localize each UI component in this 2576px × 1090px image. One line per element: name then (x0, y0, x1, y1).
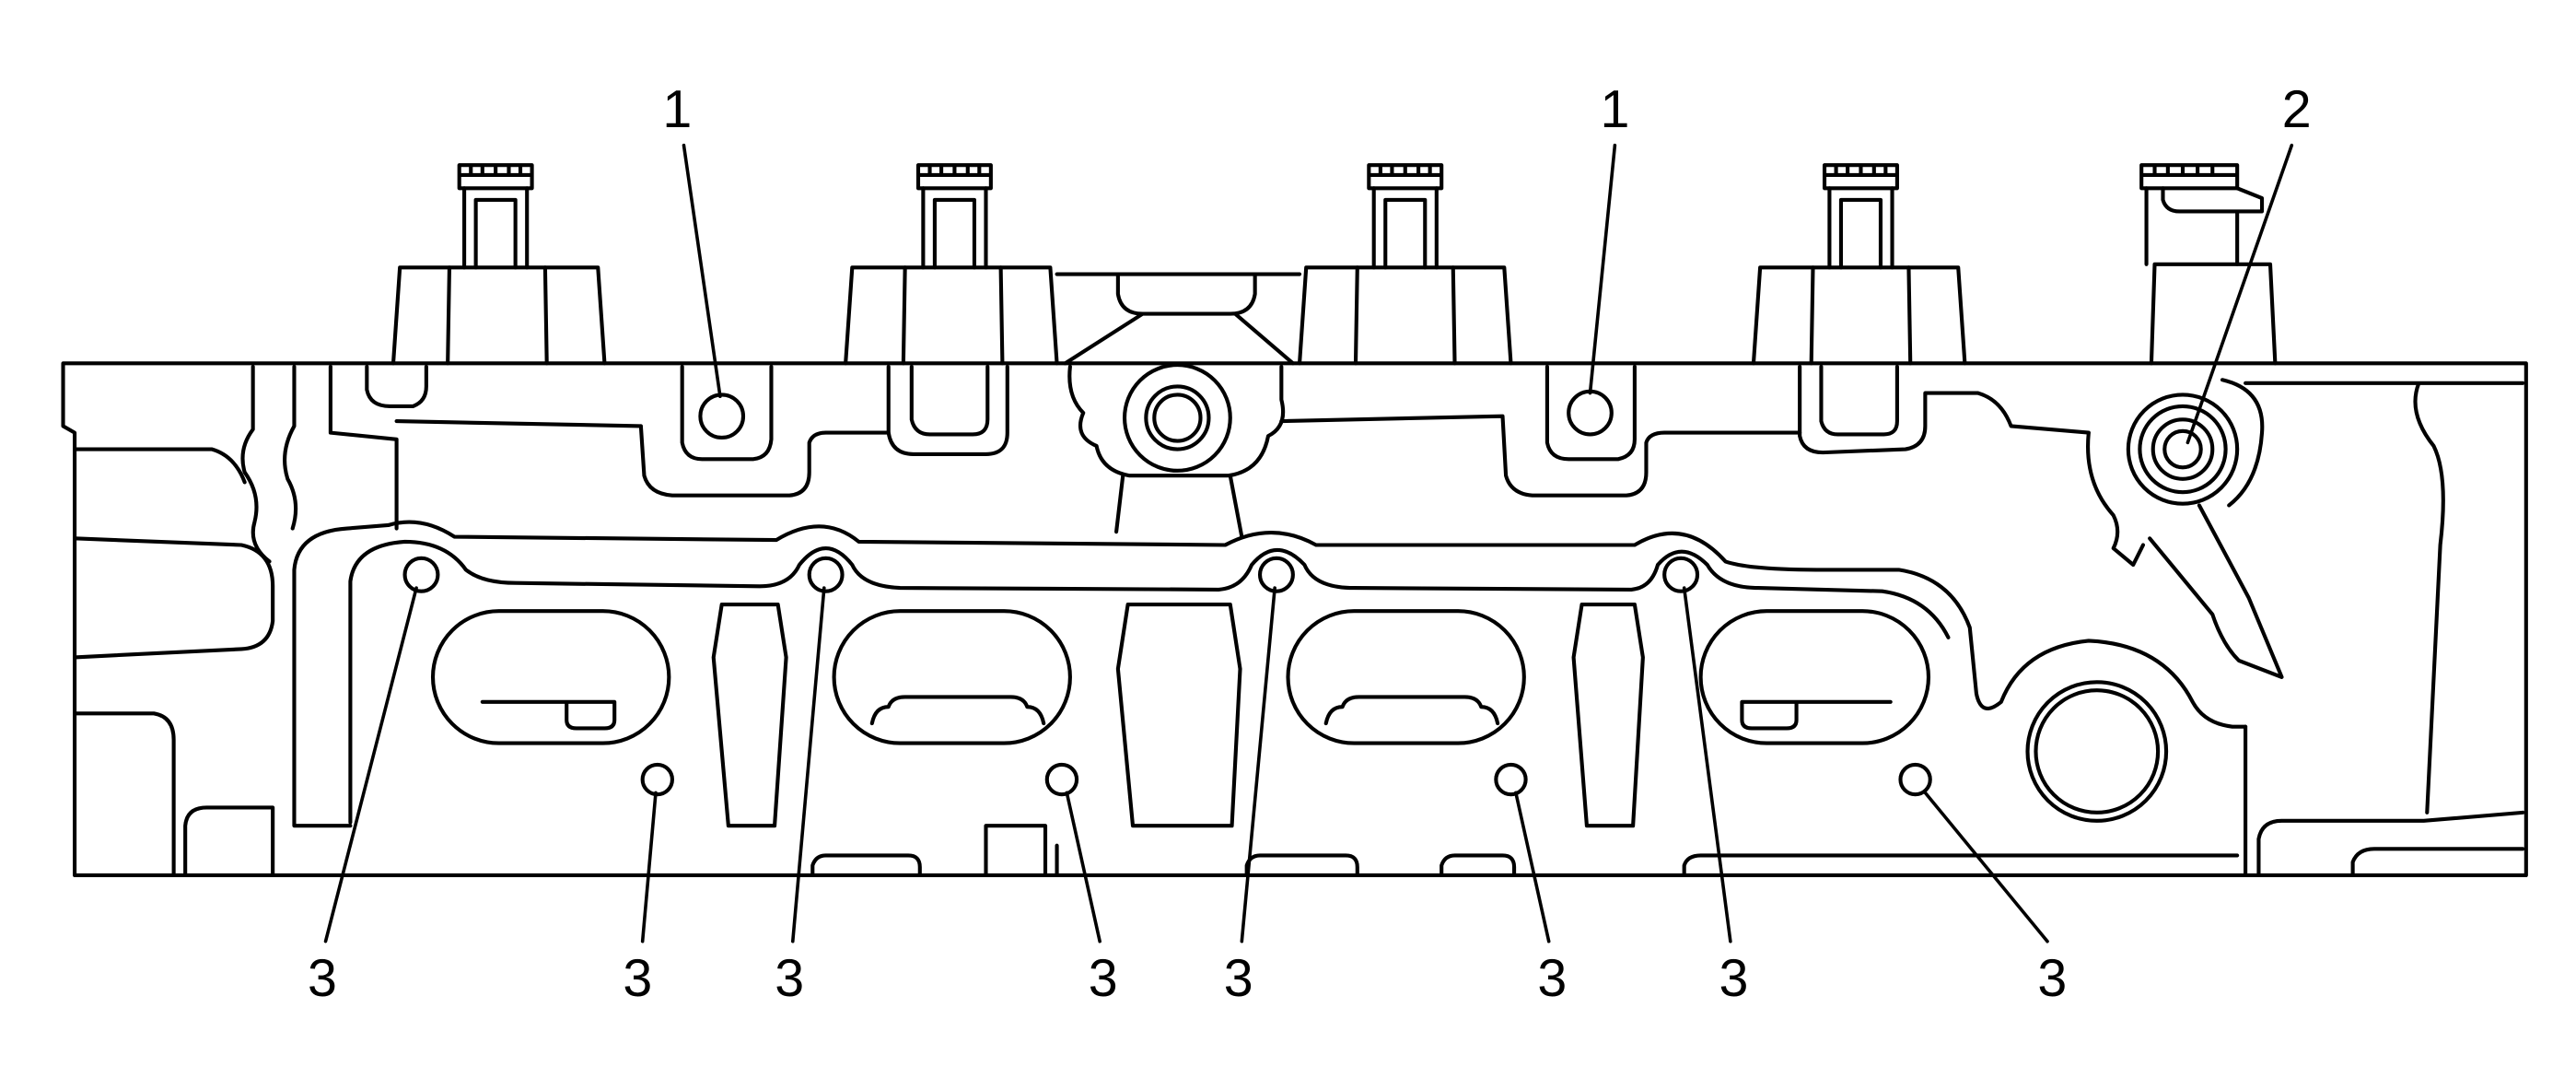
callout-label-3: 3 (1089, 949, 1118, 1008)
center-boss-contour (1067, 364, 1286, 539)
sensor-boss-hole (2162, 428, 2203, 470)
sensor-boss-outer (2126, 393, 2240, 506)
callout-label-1-right: 1 (1600, 80, 1629, 139)
callout-label-2: 2 (2282, 80, 2312, 139)
port-detail (869, 695, 1046, 726)
coolant-slot (1115, 602, 1242, 828)
bolt-body (462, 186, 530, 270)
tower-base (844, 265, 1059, 366)
sensor-tower (2139, 163, 2278, 366)
leader-line (1065, 791, 1102, 943)
leader-line (682, 143, 722, 398)
tower-rib (1809, 265, 1913, 366)
bolt-tower-3 (1297, 163, 1513, 366)
tower-rib (446, 265, 549, 366)
leader-line (1588, 143, 1617, 395)
left-web-contour (240, 364, 643, 564)
stud-hole (1494, 762, 1528, 797)
bolt-body (1827, 186, 1894, 270)
center-block (1055, 272, 1302, 366)
center-boss-outer (1122, 363, 1232, 473)
leader-line (2186, 143, 2294, 445)
bolt-tower-1 (390, 163, 607, 366)
sensor-head (2139, 163, 2240, 191)
leader-line (1682, 586, 1732, 943)
tower-pocket (1798, 364, 2091, 455)
callout-label-3: 3 (1719, 949, 1749, 1008)
sensor-body (2144, 186, 2265, 266)
stud-hole (1662, 556, 1700, 593)
callout-label-3: 3 (1537, 949, 1567, 1008)
port-opening (1698, 609, 1931, 745)
leader-line (790, 586, 826, 943)
large-boss-outer (2025, 680, 2169, 823)
port-detail (480, 699, 617, 731)
stud-hole (402, 556, 440, 593)
coolant-slot (1571, 602, 1645, 828)
center-boss-hole (1152, 393, 1203, 443)
callout-label-3: 3 (308, 949, 337, 1008)
flange-outer-contour (292, 520, 2248, 828)
fastener-hole-right (1567, 389, 1614, 437)
bolt-body (921, 186, 988, 270)
bolt-head (457, 163, 534, 191)
bolt-body (1371, 186, 1439, 270)
callout-label-3: 3 (1224, 949, 1253, 1008)
tower-pocket (886, 364, 1009, 456)
bolt-head (915, 163, 993, 191)
tower-base (1297, 265, 1513, 366)
bolt-head (1822, 163, 1899, 191)
stud-hole (1257, 556, 1295, 593)
port-detail (1323, 695, 1500, 726)
fastener-boss-left (638, 364, 891, 498)
port-opening (832, 609, 1072, 745)
callout-labels: 1 1 2 3 3 3 3 3 3 3 3 (308, 80, 2312, 1008)
tower-rib (901, 265, 1005, 366)
bottom-edge-detail (810, 853, 2240, 878)
leader-line (323, 586, 418, 943)
bolt-head (1367, 163, 1444, 191)
center-boss-ring (1144, 384, 1211, 451)
callout-label-1-left: 1 (662, 80, 692, 139)
cylinder-head-outline (61, 361, 2528, 878)
bolt-tower-4 (1751, 163, 1967, 366)
tower-base (1751, 265, 1967, 366)
sensor-boss-ring (2138, 404, 2228, 495)
leader-line (1240, 586, 1276, 943)
stud-hole (807, 556, 845, 593)
sensor-boss-inner (2151, 417, 2215, 481)
left-end-contour (73, 447, 275, 878)
tower-base (390, 265, 607, 366)
stud-hole (1044, 762, 1079, 797)
fastener-boss-right (1279, 364, 1802, 498)
port-opening (1286, 609, 1526, 745)
tower-base (2149, 262, 2278, 366)
sensor-boss-contour (2086, 378, 2284, 679)
stud-hole (1898, 762, 1932, 797)
callout-label-3: 3 (2037, 949, 2067, 1008)
port-detail (1740, 699, 1893, 731)
coolant-slot (711, 602, 788, 828)
leader-line (640, 791, 658, 943)
callout-label-3: 3 (775, 949, 804, 1008)
bottom-sensor-block (984, 824, 1059, 878)
port-opening (430, 609, 671, 745)
stud-hole (640, 762, 674, 797)
leader-line (1514, 791, 1551, 943)
cylinder-head-drawing (61, 163, 2528, 878)
tower-rib (1353, 265, 1457, 366)
right-end-contour (2244, 381, 2525, 878)
large-boss-inner (2034, 688, 2161, 815)
fastener-hole-left (698, 393, 746, 440)
leader-lines (323, 143, 2294, 943)
leader-line (1923, 791, 2049, 943)
bolt-tower-2 (844, 163, 1059, 366)
flange-inner-contour (348, 539, 1951, 825)
callout-label-3: 3 (623, 949, 652, 1008)
